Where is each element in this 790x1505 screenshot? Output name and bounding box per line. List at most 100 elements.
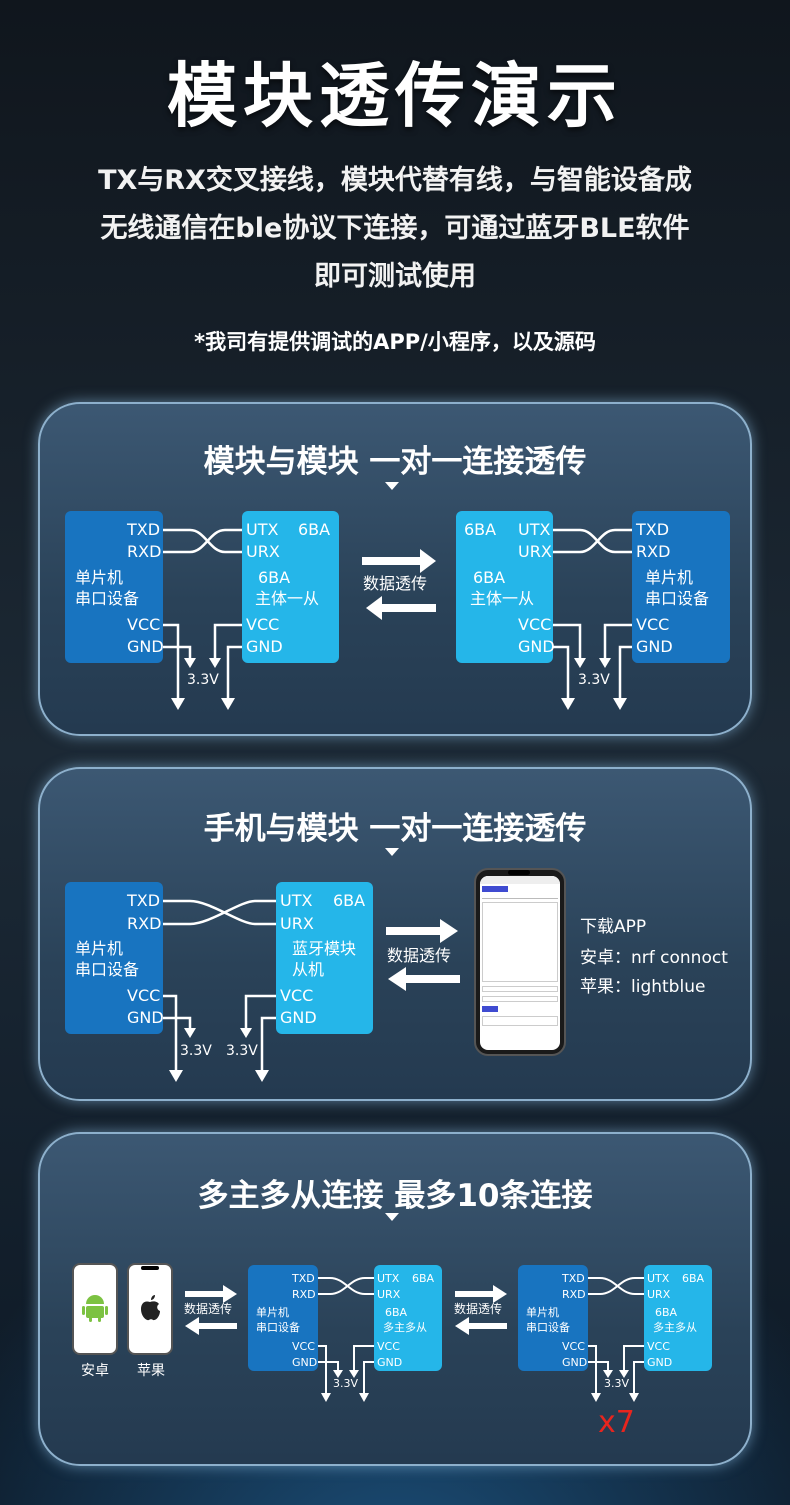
panel1-module-right bbox=[456, 511, 553, 663]
p3-mcu-2 bbox=[518, 1265, 588, 1371]
p1-lm-utx: UTX bbox=[246, 520, 279, 539]
p2-urx: URX bbox=[280, 914, 314, 933]
p1-transfer-label: 数据透传 bbox=[363, 574, 428, 593]
p3-1-33v: 3.3V bbox=[333, 1377, 359, 1390]
p1-r-txd: TXD bbox=[636, 520, 670, 539]
p2-mvcc: VCC bbox=[280, 986, 314, 1005]
p1-lm-role1: 6BA bbox=[258, 568, 291, 587]
p2-android-app: 安卓：nrf connoct bbox=[580, 948, 728, 968]
p3-2-mgnd: GND bbox=[647, 1356, 673, 1369]
p1-l-mcu1: 单片机 bbox=[75, 568, 124, 587]
panel2-title: 手机与模块 一对一连接透传 bbox=[203, 811, 587, 847]
p3-1-model: 6BA bbox=[412, 1272, 435, 1285]
p3-module-2 bbox=[644, 1265, 712, 1371]
p3-apple-label: 苹果 bbox=[137, 1363, 165, 1379]
p3-2-role2: 多主多从 bbox=[653, 1321, 697, 1334]
panel1-marker bbox=[385, 482, 399, 490]
p3-1-txd: TXD bbox=[292, 1272, 315, 1285]
p3-2-rxd: RXD bbox=[562, 1288, 586, 1301]
p3-2-33v: 3.3V bbox=[604, 1377, 630, 1390]
p3-2-role1: 6BA bbox=[655, 1306, 678, 1319]
p1-l-mcu2: 串口设备 bbox=[75, 589, 140, 608]
p1-l-33v: 3.3V bbox=[187, 672, 219, 688]
apple-icon bbox=[141, 1295, 160, 1321]
p3-1-role1: 6BA bbox=[385, 1306, 408, 1319]
page-title: 模块透传演示 bbox=[167, 55, 623, 137]
p1-lm-vcc: VCC bbox=[246, 615, 280, 634]
p3-module-1 bbox=[374, 1265, 442, 1371]
p1-rm-urx: URX bbox=[518, 542, 552, 561]
p2-33v-b: 3.3V bbox=[226, 1043, 258, 1059]
p1-rm-role2: 主体一从 bbox=[470, 589, 535, 608]
p1-r-gnd: GND bbox=[636, 637, 673, 656]
android-phone bbox=[72, 1263, 118, 1355]
phone-screen bbox=[480, 876, 560, 1050]
p2-role1: 蓝牙模块 bbox=[292, 939, 357, 958]
p3-2-txd: TXD bbox=[562, 1272, 585, 1285]
p1-l-txd: TXD bbox=[127, 520, 161, 539]
p3-1-mgnd: GND bbox=[377, 1356, 403, 1369]
intro-line-3: 即可测试使用 bbox=[314, 261, 476, 292]
phone-notch bbox=[508, 870, 530, 875]
p1-lm-model: 6BA bbox=[298, 520, 331, 539]
android-icon bbox=[82, 1295, 108, 1322]
p2-gnd: GND bbox=[127, 1008, 164, 1027]
p1-lm-urx: URX bbox=[246, 542, 280, 561]
p2-vcc: VCC bbox=[127, 986, 161, 1005]
p2-mcu2: 串口设备 bbox=[75, 960, 140, 979]
p3-android-label: 安卓 bbox=[81, 1363, 109, 1379]
p3-1-utx: UTX bbox=[377, 1272, 400, 1285]
p3-1-mvcc: VCC bbox=[377, 1340, 400, 1353]
p2-apple-app: 苹果：lightblue bbox=[580, 977, 706, 997]
panel3-marker bbox=[385, 1213, 399, 1221]
p1-rm-model: 6BA bbox=[464, 520, 497, 539]
p3-1-rxd: RXD bbox=[292, 1288, 316, 1301]
p1-lm-role2: 主体一从 bbox=[255, 589, 320, 608]
p3-2-mcu2: 串口设备 bbox=[526, 1321, 570, 1334]
panel1-mcu-right bbox=[632, 511, 730, 663]
p3-count-x7: x7 bbox=[598, 1405, 635, 1440]
p3-2-gnd: GND bbox=[562, 1356, 588, 1369]
p3-1-vcc: VCC bbox=[292, 1340, 315, 1353]
panel2-mcu bbox=[65, 882, 163, 1034]
apple-notch bbox=[141, 1266, 159, 1270]
p1-rm-gnd: GND bbox=[518, 637, 555, 656]
p1-l-gnd: GND bbox=[127, 637, 164, 656]
panel1-module-left bbox=[242, 511, 339, 663]
p2-transfer-label: 数据透传 bbox=[387, 946, 452, 965]
p2-download: 下载APP bbox=[580, 917, 647, 937]
panel1-title: 模块与模块 一对一连接透传 bbox=[203, 444, 587, 480]
p3-transfer-a: 数据透传 bbox=[184, 1302, 233, 1316]
p2-mcu1: 单片机 bbox=[75, 939, 124, 958]
p1-lm-gnd: GND bbox=[246, 637, 283, 656]
p1-rm-utx: UTX bbox=[518, 520, 551, 539]
p2-rxd: RXD bbox=[127, 914, 162, 933]
intro-line-1: TX与RX交叉接线，模块代替有线，与智能设备成 bbox=[98, 165, 692, 196]
p2-role2: 从机 bbox=[292, 960, 325, 979]
p2-mgnd: GND bbox=[280, 1008, 317, 1027]
source-note: *我司有提供调试的APP/小程序，以及源码 bbox=[194, 330, 596, 354]
p1-rm-vcc: VCC bbox=[518, 615, 552, 634]
p3-2-model: 6BA bbox=[682, 1272, 705, 1285]
p3-transfer-b: 数据透传 bbox=[454, 1302, 503, 1316]
p2-33v-a: 3.3V bbox=[180, 1043, 212, 1059]
p3-mcu-1 bbox=[248, 1265, 318, 1371]
panel2-marker bbox=[385, 848, 399, 856]
p2-model: 6BA bbox=[333, 891, 366, 910]
panel2-module bbox=[276, 882, 373, 1034]
p1-l-vcc: VCC bbox=[127, 615, 161, 634]
p3-1-gnd: GND bbox=[292, 1356, 318, 1369]
p1-r-mcu1: 单片机 bbox=[645, 568, 694, 587]
p2-utx: UTX bbox=[280, 891, 313, 910]
p1-rm-role1: 6BA bbox=[473, 568, 506, 587]
p1-r-33v: 3.3V bbox=[578, 672, 610, 688]
p1-r-vcc: VCC bbox=[636, 615, 670, 634]
p1-l-rxd: RXD bbox=[127, 542, 162, 561]
p3-1-mcu2: 串口设备 bbox=[256, 1321, 300, 1334]
p1-r-rxd: RXD bbox=[636, 542, 671, 561]
intro-line-2: 无线通信在ble协议下连接，可通过蓝牙BLE软件 bbox=[100, 213, 690, 244]
p3-1-urx: URX bbox=[377, 1288, 401, 1301]
p3-2-mcu1: 单片机 bbox=[526, 1306, 559, 1319]
